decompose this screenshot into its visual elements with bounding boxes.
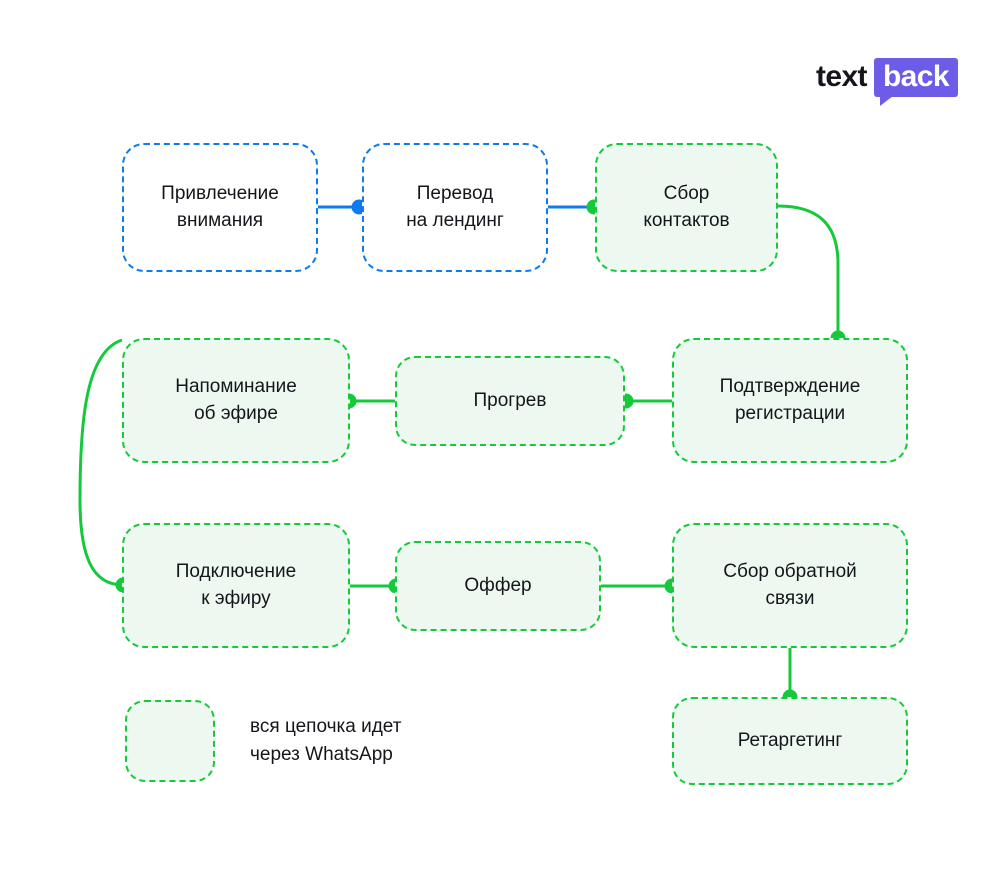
node-warmup[interactable]: Прогрев <box>395 356 625 446</box>
node-label: Подтверждение регистрации <box>719 375 861 424</box>
node-label: Перевод на лендинг <box>406 182 504 231</box>
node-contacts[interactable]: Сбор контактов <box>595 143 778 272</box>
node-confirmation[interactable]: Подтверждение регистрации <box>672 338 908 463</box>
edge-reminder-to-joinstream <box>78 338 124 587</box>
node-label: Ретаргетинг <box>737 729 843 751</box>
node-attract[interactable]: Привлечение внимания <box>122 143 318 272</box>
node-label: Подключение к эфиру <box>175 560 297 609</box>
edge-contacts-to-confirmation <box>777 204 840 338</box>
node-offer[interactable]: Оффер <box>395 541 601 631</box>
legend-swatch-green <box>125 700 215 782</box>
legend-caption: вся цепочка идет через WhatsApp <box>250 716 402 765</box>
node-label: Привлечение внимания <box>161 182 279 231</box>
node-label: Оффер <box>464 574 532 596</box>
node-feedback[interactable]: Сбор обратной связи <box>672 523 908 648</box>
logo-speech-bubble: back <box>873 57 958 106</box>
logo-word-back: back <box>882 59 950 93</box>
node-label: Прогрев <box>473 389 547 411</box>
node-join-stream[interactable]: Подключение к эфиру <box>122 523 350 648</box>
textback-logo: text back <box>816 56 958 106</box>
logo-word-text: text <box>816 60 868 93</box>
node-retargeting[interactable]: Ретаргетинг <box>672 697 908 785</box>
node-landing[interactable]: Перевод на лендинг <box>362 143 548 272</box>
node-reminder[interactable]: Напоминание об эфире <box>122 338 350 463</box>
node-label: Напоминание об эфире <box>175 375 297 424</box>
node-label: Сбор контактов <box>643 182 730 231</box>
node-label: Сбор обратной связи <box>723 560 857 609</box>
